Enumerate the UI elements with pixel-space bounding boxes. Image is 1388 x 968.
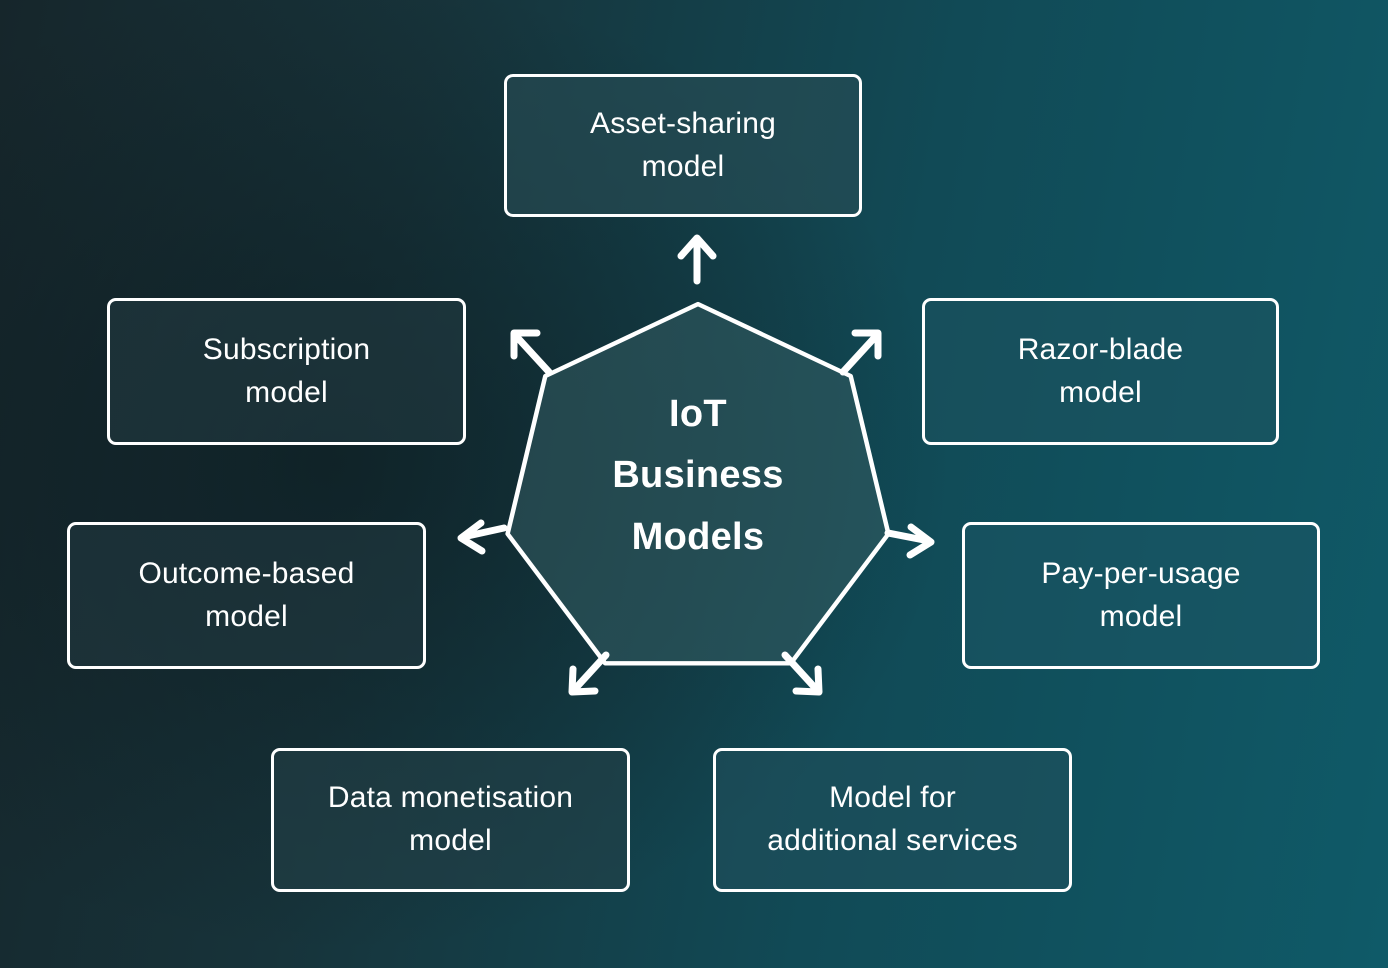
heptagon-shape bbox=[505, 301, 891, 666]
node-data-monetisation[interactable]: Data monetisation model bbox=[271, 748, 630, 892]
node-pay-per-usage[interactable]: Pay-per-usage model bbox=[962, 522, 1320, 669]
node-pay-per-usage-label: Pay-per-usage model bbox=[1041, 556, 1241, 633]
node-outcome-based-label: Outcome-based model bbox=[138, 556, 355, 633]
arrow-left-to-outcome-based bbox=[457, 519, 508, 555]
node-asset-sharing[interactable]: Asset-sharing model bbox=[504, 74, 862, 217]
arrow-up-to-asset-sharing bbox=[677, 234, 717, 285]
node-subscription[interactable]: Subscription model bbox=[107, 298, 466, 445]
node-additional-services-label: Model for additional services bbox=[767, 781, 1018, 857]
node-subscription-label: Subscription model bbox=[202, 332, 371, 409]
node-additional-services[interactable]: Model for additional services bbox=[713, 748, 1072, 892]
center-node-iot-business-models[interactable]: IoT Business Models bbox=[505, 290, 891, 666]
node-data-monetisation-label: Data monetisation model bbox=[327, 781, 574, 857]
node-razor-blade-label: Razor-blade model bbox=[1017, 332, 1184, 409]
arrow-right-to-pay-per-usage bbox=[884, 523, 935, 559]
node-outcome-based[interactable]: Outcome-based model bbox=[67, 522, 426, 669]
node-razor-blade[interactable]: Razor-blade model bbox=[922, 298, 1279, 445]
node-asset-sharing-label: Asset-sharing model bbox=[589, 106, 776, 183]
